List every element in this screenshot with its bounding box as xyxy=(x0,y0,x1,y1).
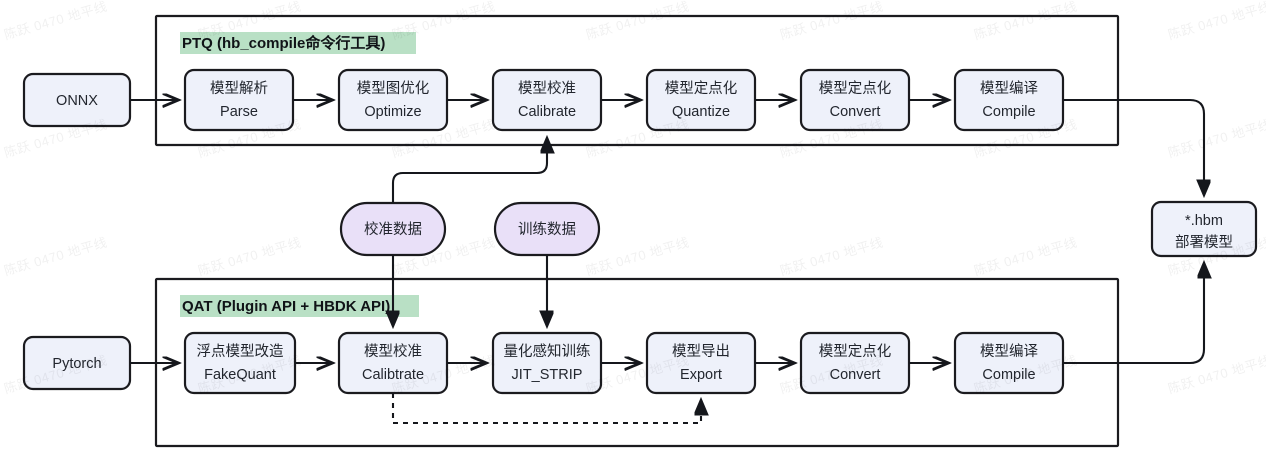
ptq-node-convert-en: Convert xyxy=(830,104,881,120)
node-train-data-label: 训练数据 xyxy=(518,221,576,238)
ptq-node-calibrate-en: Calibrate xyxy=(518,104,576,120)
qat-node-export-en: Export xyxy=(680,367,722,383)
node-pytorch-label: Pytorch xyxy=(52,356,101,372)
qat-node-calibtrate[interactable] xyxy=(337,331,449,395)
qat-node-export[interactable] xyxy=(645,331,757,395)
node-hbm-output-line2: 部署模型 xyxy=(1175,234,1233,251)
node-hbm-output[interactable] xyxy=(1150,200,1258,258)
ptq-node-calibrate[interactable] xyxy=(491,68,603,132)
ptq-node-quantize[interactable] xyxy=(645,68,757,132)
qat-node-export-cn: 模型导出 xyxy=(672,343,730,360)
qat-node-convert-en: Convert xyxy=(830,367,881,383)
ptq-header-label: PTQ (hb_compile命令行工具) xyxy=(182,34,385,52)
ptq-node-optimize-en: Optimize xyxy=(364,104,421,120)
qat-node-convert-cn: 模型定点化 xyxy=(819,343,892,360)
edge-ptq-compile-to-hbm xyxy=(1063,98,1204,195)
edge-calibdata-to-ptq-calibrate xyxy=(391,138,547,203)
ptq-node-compile[interactable] xyxy=(953,68,1065,132)
qat-node-fakequant-cn: 浮点模型改造 xyxy=(197,343,284,360)
qat-header-highlight xyxy=(180,295,419,317)
qat-node-compile-cn: 模型编译 xyxy=(980,343,1038,360)
qat-node-jitstrip-en: JIT_STRIP xyxy=(512,367,583,383)
ptq-node-optimize-cn: 模型图优化 xyxy=(357,80,430,97)
ptq-node-optimize[interactable] xyxy=(337,68,449,132)
ptq-node-parse-cn: 模型解析 xyxy=(210,80,268,97)
ptq-node-compile-cn: 模型编译 xyxy=(980,80,1038,97)
qat-node-jitstrip[interactable] xyxy=(491,331,603,395)
ptq-node-compile-en: Compile xyxy=(982,104,1035,120)
qat-node-fakequant[interactable] xyxy=(183,331,297,395)
ptq-node-quantize-cn: 模型定点化 xyxy=(665,80,738,97)
node-onnx-label: ONNX xyxy=(56,93,98,109)
ptq-node-parse-en: Parse xyxy=(220,104,258,120)
ptq-node-convert[interactable] xyxy=(799,68,911,132)
ptq-node-calibrate-cn: 模型校准 xyxy=(518,80,576,97)
edge-feedback-calibtrate-to-export xyxy=(391,393,701,425)
qat-node-compile-en: Compile xyxy=(982,367,1035,383)
qat-node-calibtrate-en: Calibtrate xyxy=(362,367,424,383)
ptq-node-quantize-en: Quantize xyxy=(672,104,730,120)
qat-node-convert[interactable] xyxy=(799,331,911,395)
node-hbm-output-line1: *.hbm xyxy=(1185,213,1223,229)
ptq-header-highlight xyxy=(180,32,416,54)
ptq-node-parse[interactable] xyxy=(183,68,295,132)
qat-header-label: QAT (Plugin API + HBDK API) xyxy=(182,298,390,315)
node-calib-data-label: 校准数据 xyxy=(364,221,422,238)
qat-node-calibtrate-cn: 模型校准 xyxy=(364,343,422,360)
ptq-node-convert-cn: 模型定点化 xyxy=(819,80,892,97)
qat-node-jitstrip-cn: 量化感知训练 xyxy=(504,343,591,360)
ptq-group-box xyxy=(154,14,1120,147)
edge-qat-compile-to-hbm xyxy=(1063,263,1204,365)
qat-node-compile[interactable] xyxy=(953,331,1065,395)
qat-node-fakequant-en: FakeQuant xyxy=(204,367,276,383)
